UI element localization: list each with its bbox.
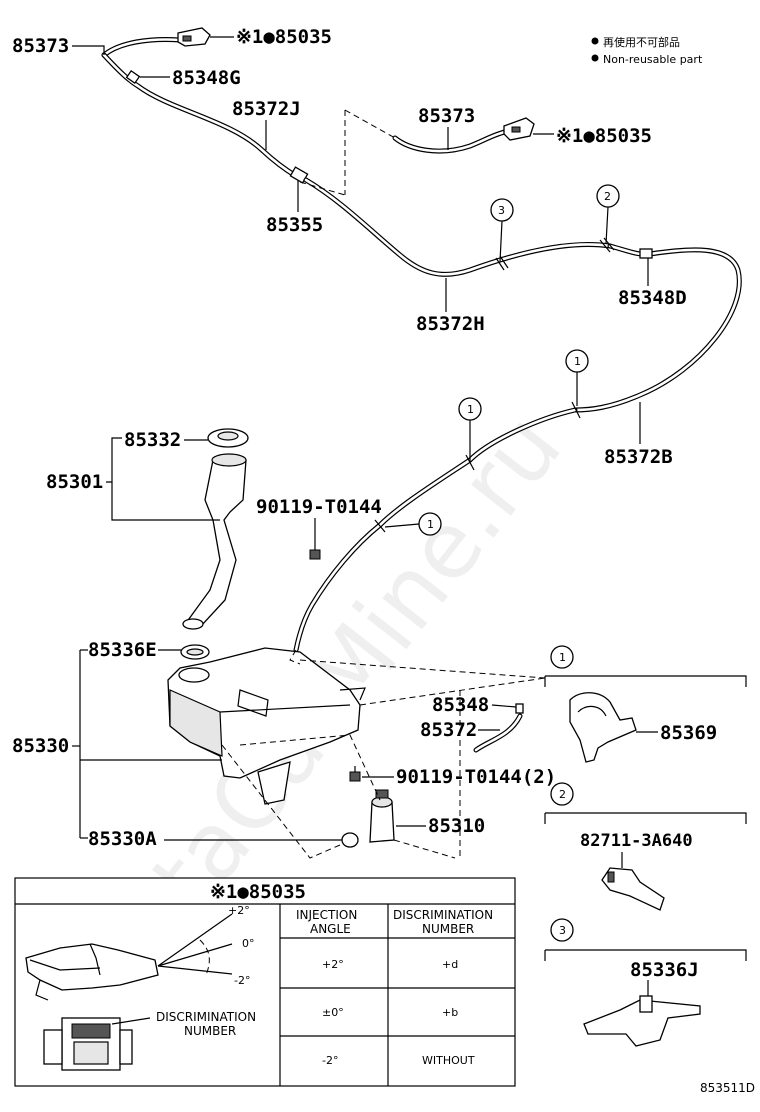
legend: 再使用不可部品 Non-reusable part [591, 35, 703, 66]
clip-85336J [583, 999, 701, 1047]
clip-82711-3A640 [601, 867, 665, 911]
legend-bullet-icon [591, 54, 599, 62]
legend-item-jp: 再使用不可部品 [603, 35, 680, 49]
label-85348D: 85348D [618, 287, 687, 309]
callout-markers: 3 2 1 1 1 [384, 184, 620, 536]
callout-discrimination: DISCRIMINATION [156, 1010, 256, 1024]
hose-joint-85348D [639, 248, 653, 259]
detail-2-marker [550, 782, 574, 806]
label-85372J: 85372J [232, 98, 301, 120]
detail-1-label: 1 [559, 651, 566, 664]
clamp-85369 [569, 692, 637, 763]
label-85373-mid: 85373 [418, 105, 475, 127]
row2-angle: ±0° [322, 1006, 344, 1019]
detail-1-marker [550, 645, 574, 669]
detail-3-marker [550, 918, 574, 942]
detail-2-label: 2 [559, 788, 566, 801]
hose-joint-85348 [515, 703, 524, 714]
callout-3-top-label: 3 [498, 204, 505, 217]
label-85336E: 85336E [88, 639, 157, 661]
callout-1-mid-label: 1 [467, 403, 474, 416]
label-85301: 85301 [46, 471, 103, 493]
label-82711-3A640: 82711-3A640 [580, 831, 693, 851]
legend-bullet-icon [591, 37, 599, 45]
detail-3-label: 3 [559, 924, 566, 937]
label-85372B: 85372B [604, 446, 673, 468]
label-85330A: 85330A [88, 828, 157, 850]
label-85348: 85348 [432, 694, 489, 716]
upper-hose-assembly [101, 27, 742, 653]
filler-neck-85301 [184, 459, 247, 626]
angle-minus2: -2° [234, 974, 250, 987]
table-title: ※1●85035 [210, 881, 306, 903]
label-85355: 85355 [266, 214, 323, 236]
row3-number: WITHOUT [422, 1054, 475, 1067]
diagram-code: 853511D [700, 1081, 755, 1095]
label-85310: 85310 [428, 815, 485, 837]
nozzle-detail-table: ※1●85035 INJECTION ANGLE DISCRIMINATION … [14, 877, 516, 1087]
label-90119-T0144: 90119-T0144 [256, 496, 382, 518]
upper-labels: 85373 ※1●85035 85348G 85372J 85373 ※1●85… [12, 26, 687, 468]
label-90119-T0144-2: 90119-T0144(2) [396, 766, 556, 788]
callout-1-low-label: 1 [427, 518, 434, 531]
bolt-icon [309, 544, 321, 560]
label-85373-top: 85373 [12, 35, 69, 57]
detail-panel-1: 1 85369 [544, 645, 747, 763]
header-discrimination-2: NUMBER [422, 922, 474, 936]
label-85332: 85332 [124, 429, 181, 451]
callout-number: NUMBER [184, 1024, 236, 1038]
label-85330: 85330 [12, 735, 69, 757]
label-85372: 85372 [420, 719, 477, 741]
hose-joint-85348G [125, 69, 141, 85]
tank-assembly [167, 428, 546, 859]
label-85336J: 85336J [630, 959, 699, 981]
label-85035-mid: ※1●85035 [556, 125, 652, 147]
bolt-icon [349, 766, 361, 782]
header-injection-angle-1: INJECTION [296, 908, 357, 922]
header-injection-angle-2: ANGLE [310, 922, 351, 936]
label-85369: 85369 [660, 722, 717, 744]
detail-panel-2: 2 82711-3A640 [544, 782, 747, 911]
label-85035-top: ※1●85035 [236, 26, 332, 48]
callout-2-top-label: 2 [604, 190, 611, 203]
washer-pump-85310 [369, 801, 395, 843]
detail-panel-3: 3 85336J [544, 918, 747, 1047]
label-85348G: 85348G [172, 67, 241, 89]
grommet-85330A [341, 832, 359, 848]
row1-angle: +2° [322, 958, 344, 971]
callout-1-upper-label: 1 [574, 355, 581, 368]
legend-item-en: Non-reusable part [603, 53, 703, 66]
label-85372H: 85372H [416, 313, 485, 335]
row1-number: +d [442, 958, 458, 971]
row2-number: +b [442, 1006, 458, 1019]
row3-angle: -2° [322, 1054, 338, 1067]
header-discrimination-1: DISCRIMINATION [393, 908, 493, 922]
angle-zero: 0° [242, 937, 255, 950]
nozzle-illustration [25, 943, 159, 991]
tank-labels: 85332 85301 90119-T0144 85336E 85348 853… [12, 429, 556, 850]
angle-plus2: +2° [228, 904, 250, 917]
